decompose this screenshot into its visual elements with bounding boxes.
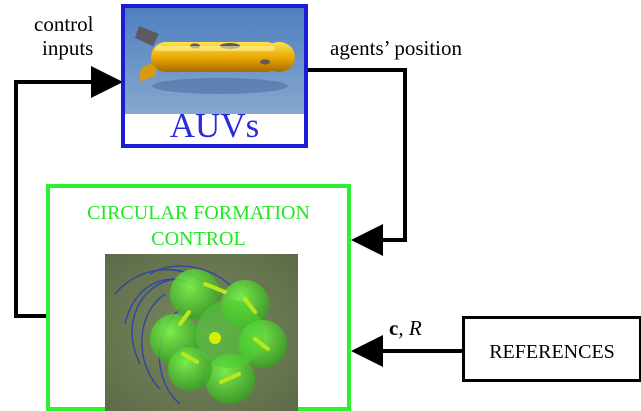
formation-simulation-image	[105, 254, 298, 411]
control-inputs-label-line2: inputs	[42, 36, 94, 60]
references-block-title: REFERENCES	[489, 341, 615, 363]
radius-symbol: , R	[398, 316, 422, 340]
formation-title-line2: CONTROL	[151, 227, 246, 250]
agents-position-arrow	[308, 68, 407, 256]
agents-position-label: agents’ position	[330, 36, 463, 60]
formation-control-block: CIRCULAR FORMATION CONTROL	[46, 184, 351, 411]
auv-image	[125, 8, 304, 114]
formation-title-line1: CIRCULAR FORMATION	[87, 202, 310, 224]
formation-control-title: CIRCULAR FORMATION CONTROL	[50, 201, 347, 252]
references-block: REFERENCES	[462, 316, 641, 382]
center-symbol: c	[389, 316, 399, 340]
auv-block: AUVs	[121, 4, 308, 148]
reference-params-label: c, R	[389, 318, 422, 339]
control-inputs-label-line1: control	[34, 12, 94, 36]
control-inputs-arrow	[14, 66, 123, 318]
auv-block-title: AUVs	[169, 106, 260, 145]
